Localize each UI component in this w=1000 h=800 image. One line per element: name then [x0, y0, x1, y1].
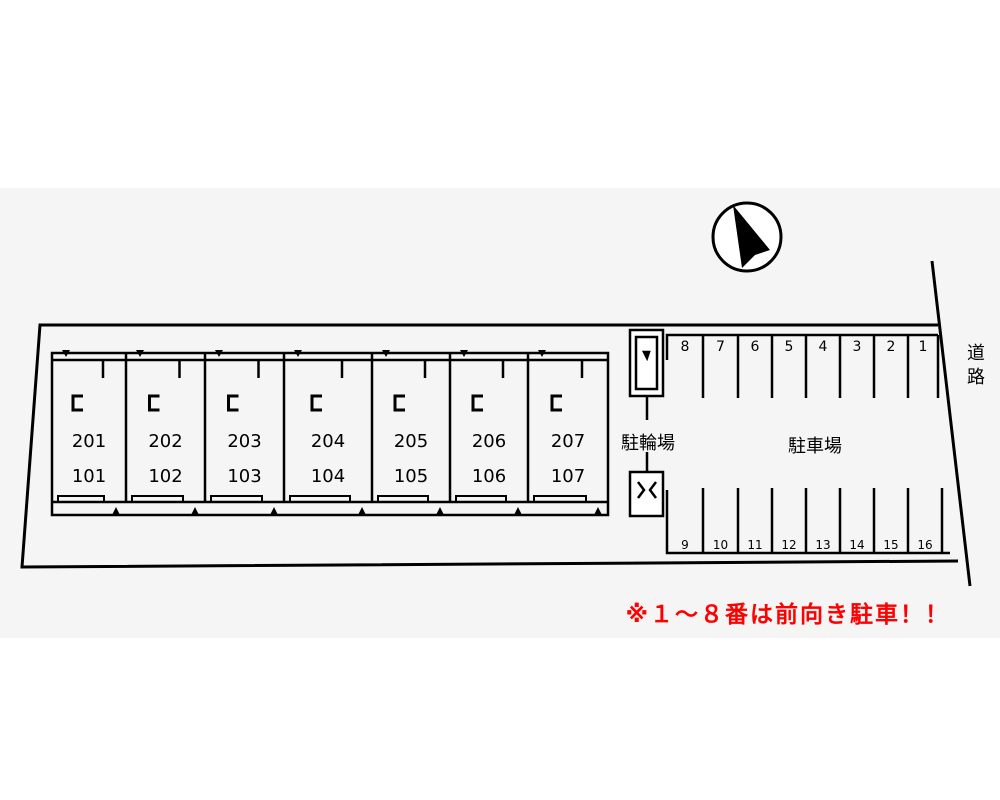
parking-space-10: 10: [713, 538, 728, 552]
unit-number-lower: 104: [311, 466, 345, 487]
parking-space-13: 13: [815, 538, 830, 552]
unit-201-101: 201 101: [57, 350, 120, 515]
unit-number-lower: 102: [148, 466, 182, 487]
parking-space-9: 9: [681, 538, 689, 552]
balcony: [289, 495, 351, 502]
balcony: [210, 495, 263, 502]
parking-lot: [665, 333, 950, 555]
unit-number-lower: 103: [227, 466, 261, 487]
unit-207-107: 207 107: [533, 350, 602, 515]
door-symbol: [71, 394, 83, 412]
parking-space-6: 6: [751, 339, 760, 355]
balcony: [131, 495, 184, 502]
bicycle-parking-label: 駐輪場: [621, 433, 675, 454]
balcony: [377, 495, 429, 502]
balcony-marker: [270, 507, 278, 515]
balcony-marker: [436, 507, 444, 515]
road-line: [930, 260, 972, 587]
unit-205-105: 205 105: [377, 350, 444, 515]
balcony-marker: [112, 507, 120, 515]
parking-space-4: 4: [819, 339, 828, 355]
balcony: [57, 495, 105, 502]
parking-space-12: 12: [781, 538, 796, 552]
north-arrow-icon: [711, 201, 783, 273]
door-symbol: [471, 394, 483, 412]
door-symbol: [227, 394, 239, 412]
door-symbol: [550, 394, 562, 412]
parking-space-11: 11: [747, 538, 762, 552]
parking-space-1: 1: [919, 339, 928, 355]
road-label: 道 路: [967, 343, 985, 388]
unit-number-upper: 206: [472, 431, 506, 452]
unit-number-upper: 204: [311, 431, 345, 452]
door-symbol: [310, 394, 322, 412]
entrance-marker: [136, 350, 144, 357]
parking-space-2: 2: [887, 339, 896, 355]
balcony-marker: [358, 507, 366, 515]
unit-number-upper: 207: [551, 431, 585, 452]
parking-space-15: 15: [883, 538, 898, 552]
entrance-marker: [460, 350, 468, 357]
balcony-marker: [514, 507, 522, 515]
unit-204-104: 204 104: [289, 350, 366, 515]
unit-203-103: 203 103: [210, 350, 278, 515]
unit-number-upper: 205: [394, 431, 428, 452]
unit-206-106: 206 106: [455, 350, 522, 515]
entrance-marker: [382, 350, 390, 357]
entrance-marker: [538, 350, 546, 357]
bicycle-shed-top: [628, 328, 665, 420]
unit-number-lower: 105: [394, 466, 428, 487]
svg-text:路: 路: [967, 367, 985, 388]
entrance-marker: [62, 350, 70, 357]
parking-space-7: 7: [716, 339, 725, 355]
parking-space-16: 16: [917, 538, 932, 552]
unit-202-102: 202 102: [131, 350, 199, 515]
parking-notice: ※１～８番は前向き駐車！！: [625, 602, 950, 628]
unit-number-lower: 106: [472, 466, 506, 487]
door-symbol: [393, 394, 405, 412]
door-symbol: [148, 394, 160, 412]
bicycle-shed-bottom: [628, 452, 665, 518]
site-boundary: [20, 323, 959, 569]
parking-label: 駐車場: [788, 436, 842, 457]
unit-number-upper: 201: [72, 431, 106, 452]
unit-number-upper: 203: [227, 431, 261, 452]
parking-space-8: 8: [681, 339, 690, 355]
svg-text:道: 道: [967, 343, 985, 364]
parking-space-3: 3: [853, 339, 862, 355]
parking-space-14: 14: [849, 538, 864, 552]
balcony: [455, 495, 507, 502]
apartment-building: [50, 351, 610, 517]
unit-number-lower: 101: [72, 466, 106, 487]
parking-space-5: 5: [785, 339, 794, 355]
balcony-marker: [191, 507, 199, 515]
unit-number-lower: 107: [551, 466, 585, 487]
entrance-marker: [294, 350, 302, 357]
balcony-marker: [594, 507, 602, 515]
unit-number-upper: 202: [148, 431, 182, 452]
entrance-marker: [215, 350, 223, 357]
balcony: [533, 495, 587, 502]
